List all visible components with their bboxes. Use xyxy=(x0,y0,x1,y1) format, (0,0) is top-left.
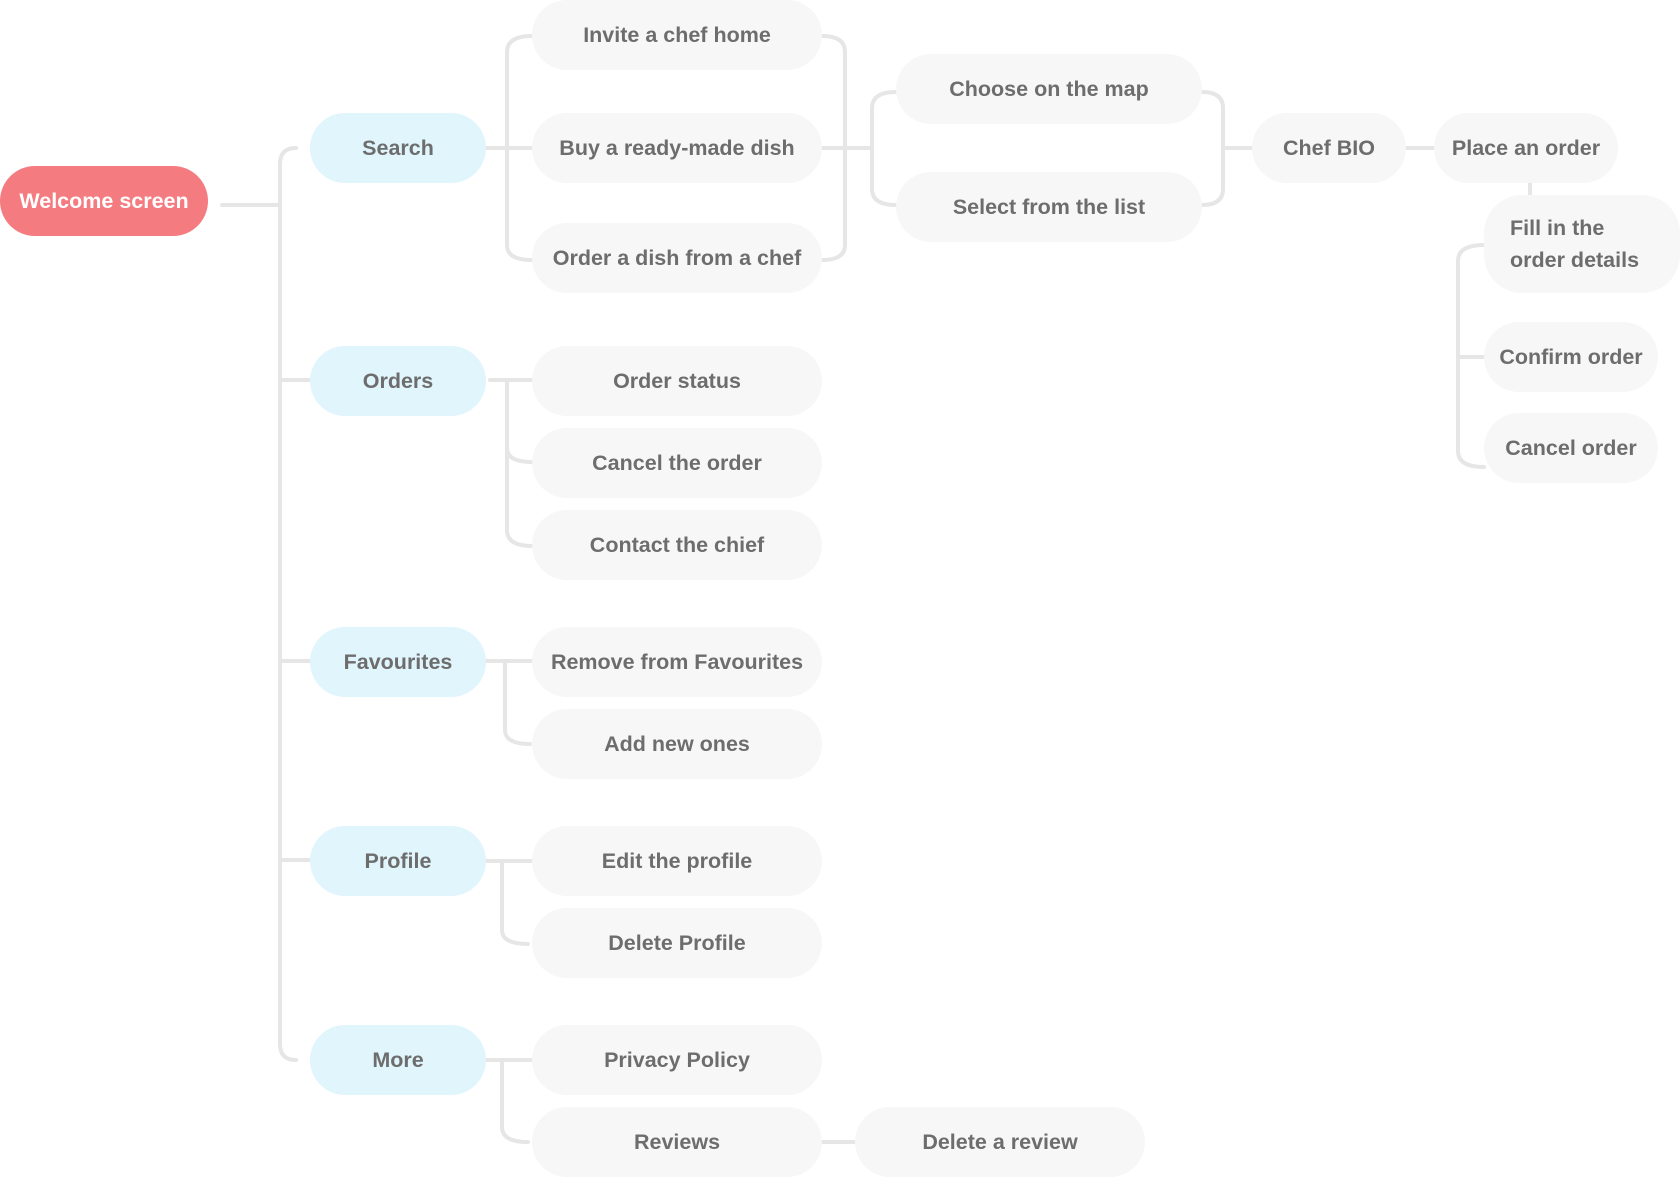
node-add-new-ones: Add new ones xyxy=(532,709,822,779)
node-choose-on-the-map: Choose on the map xyxy=(896,54,1202,124)
node-fill-in-the-order-details: Fill in the order details xyxy=(1484,195,1680,293)
node-cancel-the-order: Cancel the order xyxy=(532,428,822,498)
node-delete-profile: Delete Profile xyxy=(532,908,822,978)
node-reviews: Reviews xyxy=(532,1107,822,1177)
node-more: More xyxy=(310,1025,486,1095)
node-delete-a-review: Delete a review xyxy=(855,1107,1145,1177)
node-privacy-policy: Privacy Policy xyxy=(532,1025,822,1095)
node-edit-the-profile: Edit the profile xyxy=(532,826,822,896)
node-buy-a-ready-made-dish: Buy a ready-made dish xyxy=(532,113,822,183)
node-chef-bio: Chef BIO xyxy=(1252,113,1406,183)
node-cancel-order: Cancel order xyxy=(1484,413,1658,483)
node-favourites: Favourites xyxy=(310,627,486,697)
node-confirm-order: Confirm order xyxy=(1484,322,1658,392)
node-order-a-dish-from-a-chef: Order a dish from a chef xyxy=(532,223,822,293)
node-contact-the-chief: Contact the chief xyxy=(532,510,822,580)
node-order-status: Order status xyxy=(532,346,822,416)
node-invite-a-chef-home: Invite a chef home xyxy=(532,0,822,70)
node-remove-from-favourites: Remove from Favourites xyxy=(532,627,822,697)
node-select-from-the-list: Select from the list xyxy=(896,172,1202,242)
node-place-an-order: Place an order xyxy=(1434,113,1618,183)
node-profile: Profile xyxy=(310,826,486,896)
node-search: Search xyxy=(310,113,486,183)
node-welcome-screen: Welcome screen xyxy=(0,166,208,236)
node-orders: Orders xyxy=(310,346,486,416)
